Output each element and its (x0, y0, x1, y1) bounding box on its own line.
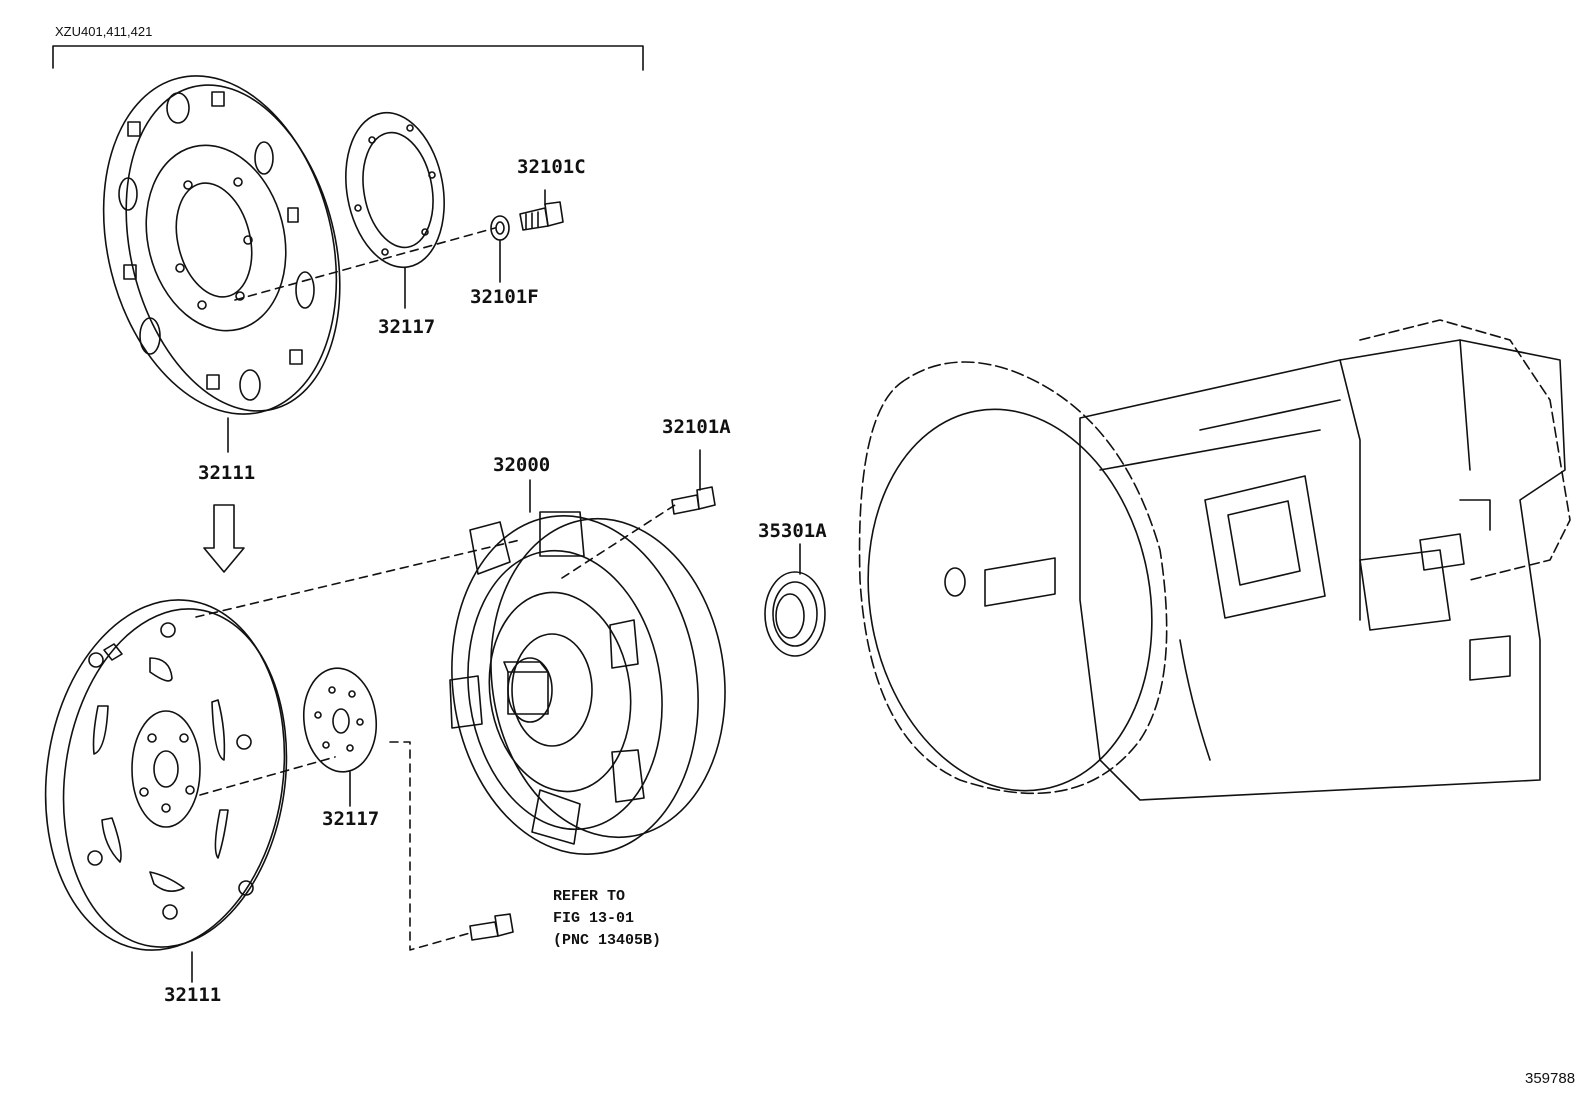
torque-converter-drawing (449, 511, 726, 855)
bolt-a-drawing (671, 486, 716, 515)
transmission-drawing (858, 319, 1571, 801)
refer-line-3: (PNC 13405B) (553, 932, 662, 949)
spacer-top-drawing (345, 111, 445, 269)
model-bracket (52, 45, 644, 71)
part-32101C-label[interactable]: 32101C (517, 156, 586, 178)
bolt-c-drawing (519, 201, 564, 231)
part-32101F-label[interactable]: 32101F (470, 286, 539, 308)
refer-to-note[interactable]: REFER TO FIG 13-01 (PNC 13405B) (553, 886, 661, 952)
down-arrow-icon (203, 504, 245, 573)
center-line-bottom-lower (199, 756, 336, 796)
part-32111-bottom-label[interactable]: 32111 (164, 984, 222, 1006)
spacer-bottom-drawing (302, 667, 378, 773)
refer-bolt-drawing (469, 913, 514, 941)
refer-line-2: FIG 13-01 (553, 910, 635, 927)
refer-dashed-line (389, 741, 471, 951)
part-32117-bottom-label[interactable]: 32117 (322, 808, 380, 830)
part-32111-top-label[interactable]: 32111 (198, 462, 256, 484)
model-applicability: XZU401,411,421 (55, 24, 153, 39)
flexplate-bottom-drawing (44, 599, 288, 951)
oil-seal-drawing (764, 571, 826, 657)
part-32000-label[interactable]: 32000 (493, 454, 551, 476)
part-32117-top-label[interactable]: 32117 (378, 316, 436, 338)
center-line-top (234, 227, 496, 301)
flexplate-top-drawing (102, 75, 341, 415)
refer-line-1: REFER TO (553, 888, 626, 905)
part-32101A-label[interactable]: 32101A (662, 416, 731, 438)
illustration-number: 359788 (1525, 1070, 1576, 1087)
part-35301A-label[interactable]: 35301A (758, 520, 827, 542)
center-line-bottom-upper (195, 539, 521, 618)
center-line-converter (561, 504, 676, 579)
